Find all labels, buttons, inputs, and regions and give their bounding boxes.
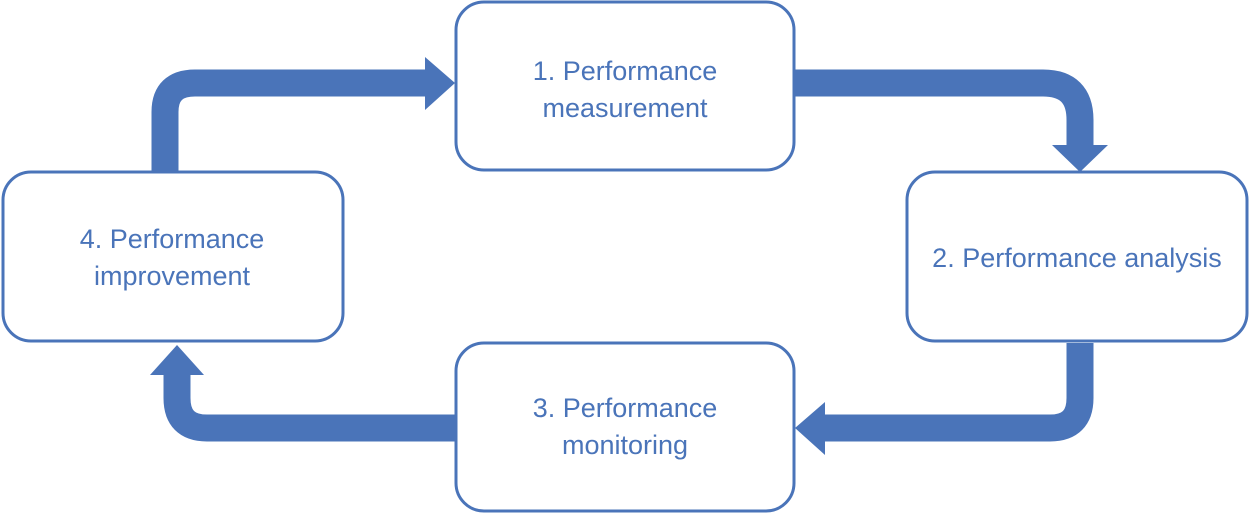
node-box — [454, 341, 796, 513]
arrow-measurement-to-analysis — [795, 69, 1108, 172]
node-label-line2: monitoring — [562, 430, 688, 460]
node-box — [1, 170, 345, 343]
node-label-line1: 2. Performance analysis — [932, 243, 1222, 273]
node-performance-analysis: 2. Performance analysis — [905, 170, 1249, 343]
arrow-monitoring-to-improvement — [150, 345, 455, 442]
node-label-line1: 4. Performance — [80, 224, 265, 254]
arrow-analysis-to-monitoring — [795, 343, 1094, 455]
node-label-line1: 1. Performance — [533, 56, 718, 86]
node-performance-measurement: 1. Performance measurement — [454, 0, 796, 172]
node-performance-improvement: 4. Performance improvement — [1, 170, 345, 343]
node-performance-monitoring: 3. Performance monitoring — [454, 341, 796, 513]
node-label-line2: improvement — [94, 261, 251, 291]
node-box — [454, 0, 796, 172]
node-box — [905, 170, 1249, 343]
arrow-improvement-to-measurement — [151, 57, 455, 172]
node-label-line1: 3. Performance — [533, 393, 718, 423]
node-label-line2: measurement — [542, 93, 708, 123]
